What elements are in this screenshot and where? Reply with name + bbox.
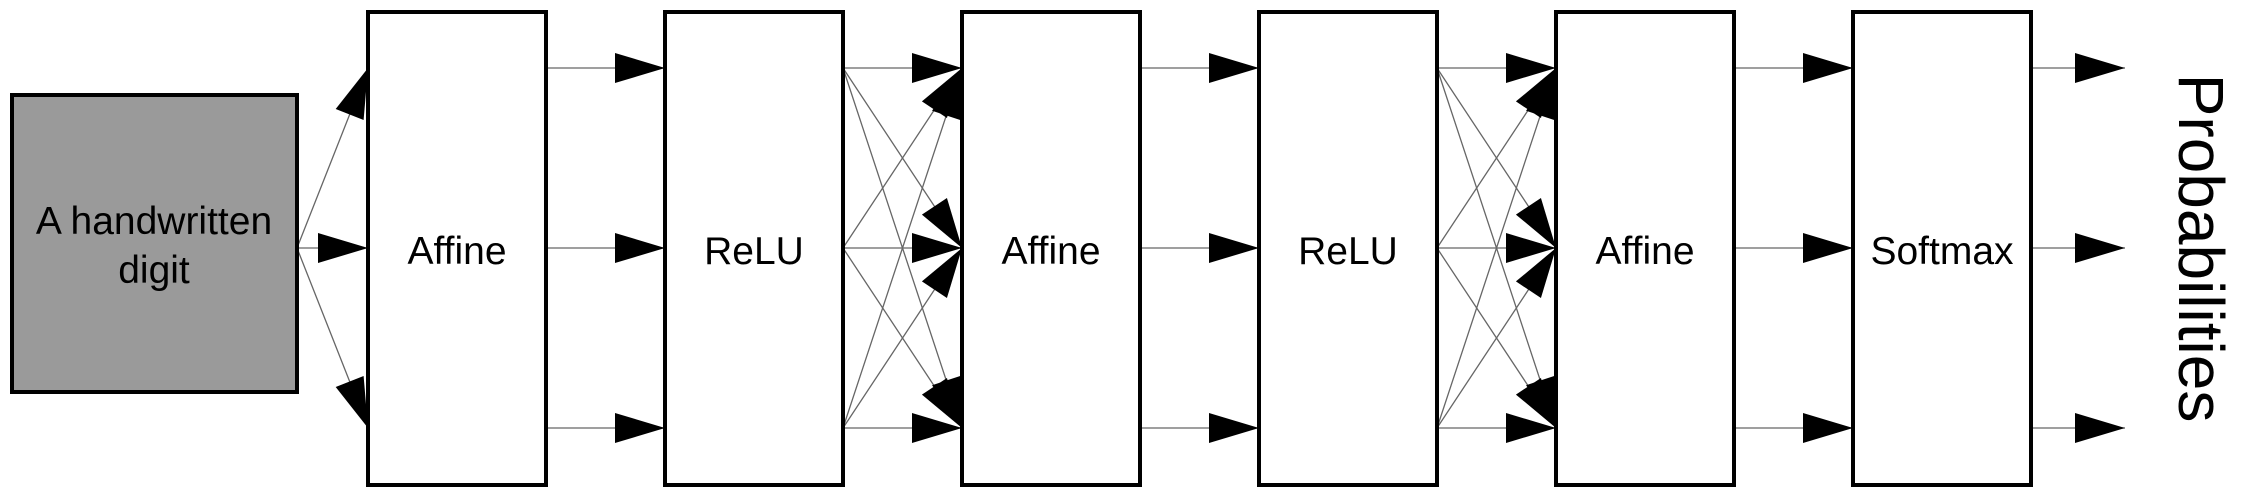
arrowhead-19: [921, 68, 962, 118]
arrowhead-21: [912, 233, 962, 263]
input-label-line2: digit: [118, 249, 190, 292]
arrowhead-65: [2075, 413, 2125, 443]
layer-label-affine-1: Affine: [407, 230, 506, 273]
arrowhead-27: [921, 248, 962, 298]
layer-box-affine-2: [960, 10, 1142, 487]
arrowhead-7: [615, 53, 665, 83]
input-label-line1: A handwritten: [36, 200, 272, 243]
arrowhead-23: [921, 378, 962, 428]
arrowhead-37: [1506, 53, 1556, 83]
arrowhead-33: [1209, 233, 1259, 263]
layer-box-softmax: [1851, 10, 2033, 487]
arrowhead-55: [1803, 53, 1853, 83]
arrowhead-13: [912, 53, 962, 83]
arrowhead-15: [921, 198, 962, 248]
arrowhead-29: [912, 413, 962, 443]
arrowhead-11: [615, 413, 665, 443]
output-label: Probabilities: [2165, 74, 2237, 423]
layer-label-affine-3: Affine: [1595, 230, 1694, 273]
layer-label-relu-2: ReLU: [1298, 230, 1398, 273]
layer-label-softmax: Softmax: [1870, 230, 2014, 273]
connector-line-48: [1436, 67, 1557, 429]
arrowhead-61: [2075, 53, 2125, 83]
arrowhead-43: [1515, 68, 1556, 118]
arrowhead-3: [318, 233, 368, 263]
arrowhead-31: [1209, 53, 1259, 83]
arrowhead-39: [1515, 198, 1556, 248]
layer-box-relu-1: [663, 10, 845, 487]
arrowhead-63: [2075, 233, 2125, 263]
arrowhead-9: [615, 233, 665, 263]
layer-box-affine-3: [1554, 10, 1736, 487]
arrowhead-1: [335, 68, 368, 121]
arrowhead-49: [1526, 68, 1556, 121]
layer-box-relu-2: [1257, 10, 1439, 487]
connector-line-24: [842, 67, 963, 429]
arrowhead-53: [1506, 413, 1556, 443]
arrowhead-57: [1803, 233, 1853, 263]
arrowhead-5: [335, 375, 368, 428]
input-box: [10, 93, 299, 394]
arrowhead-51: [1515, 248, 1556, 298]
arrowheads: [318, 53, 2125, 443]
layer-label-relu-1: ReLU: [704, 230, 804, 273]
arrowhead-25: [932, 68, 962, 121]
arrowhead-59: [1803, 413, 1853, 443]
arrowhead-35: [1209, 413, 1259, 443]
layer-box-affine-1: [366, 10, 548, 487]
layer-label-affine-2: Affine: [1001, 230, 1100, 273]
arrowhead-47: [1515, 378, 1556, 428]
arrowhead-45: [1506, 233, 1556, 263]
